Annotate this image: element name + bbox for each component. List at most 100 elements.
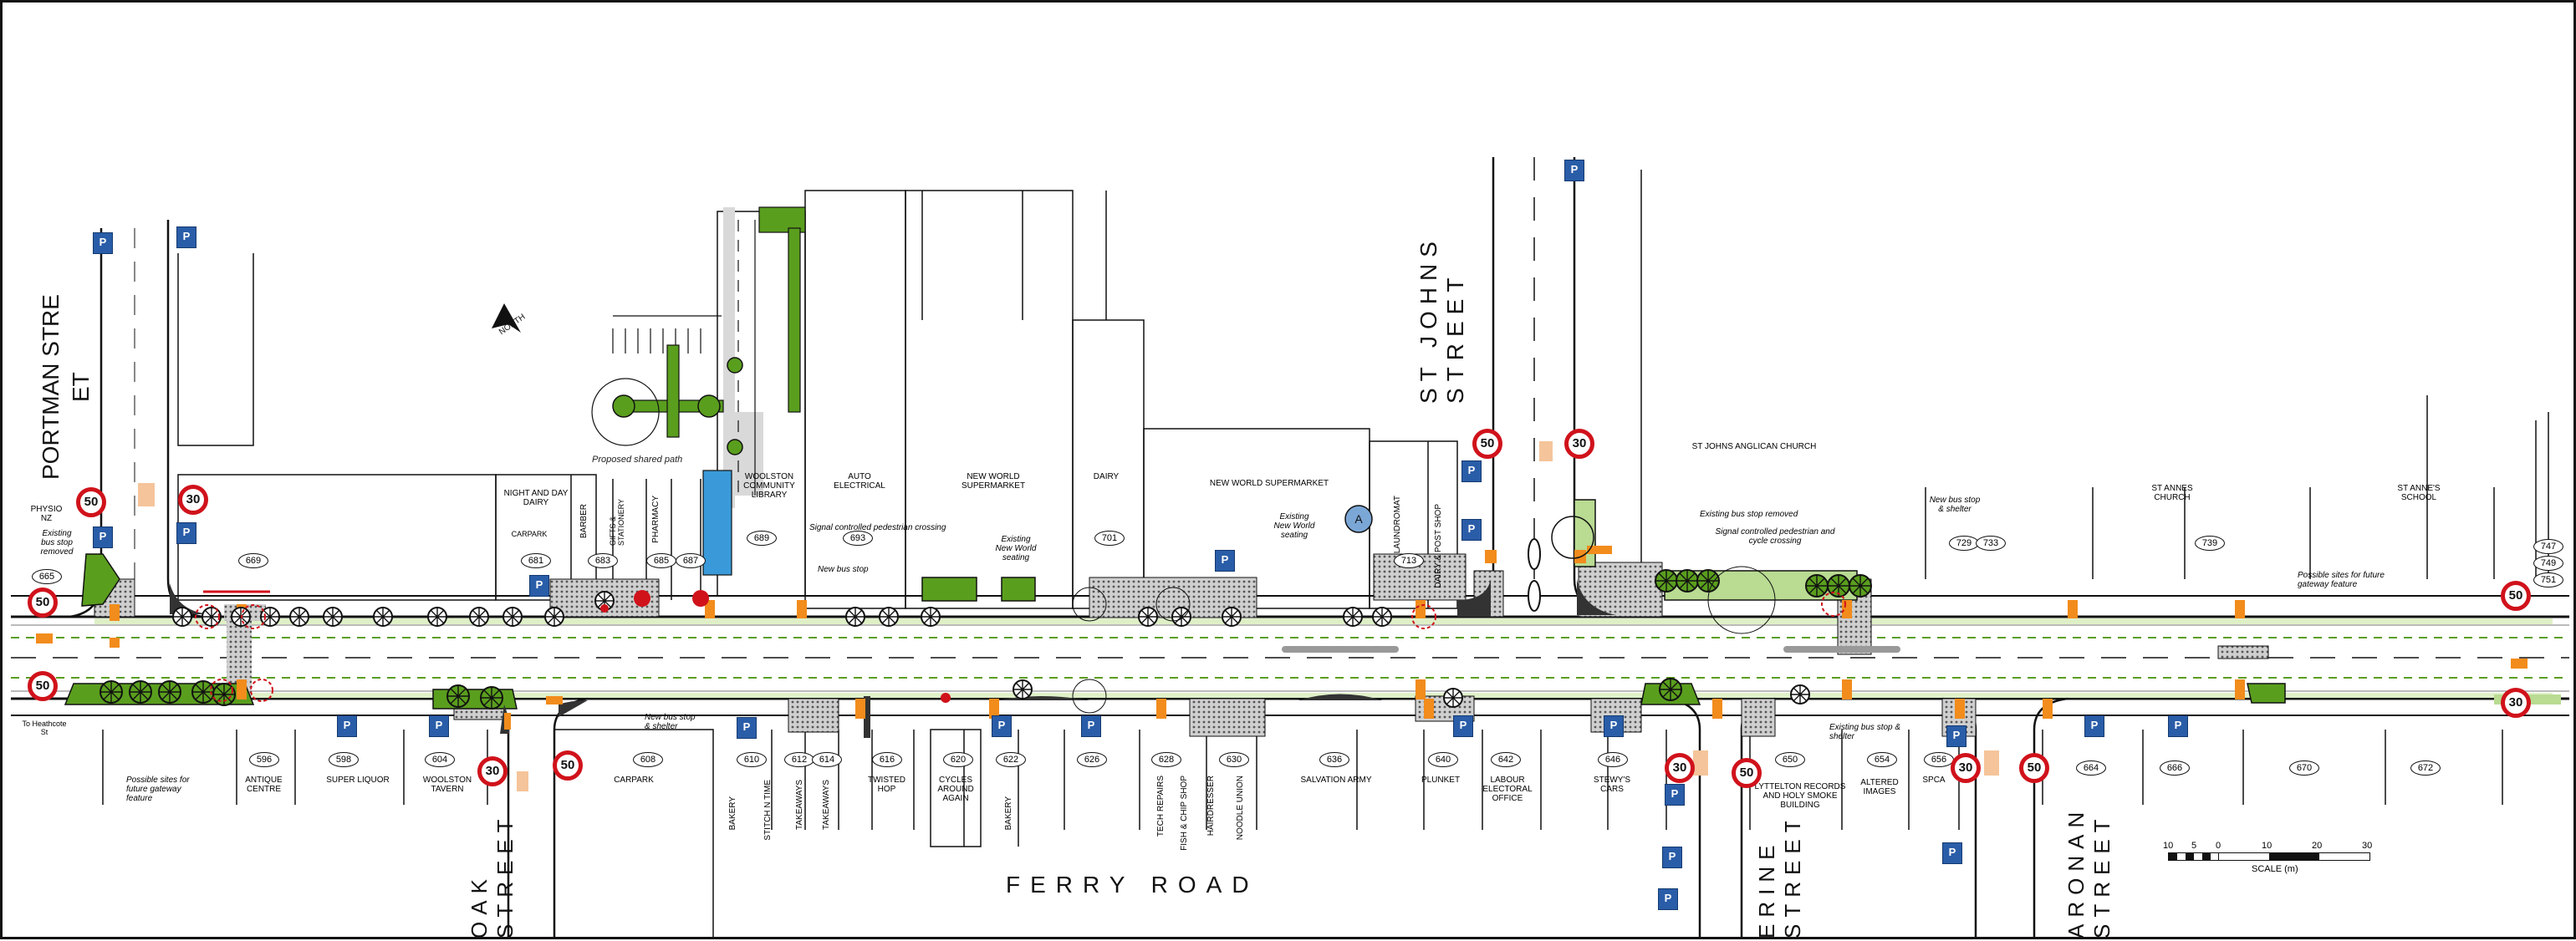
street-number: 654 bbox=[1867, 752, 1897, 767]
building-label-noodle: NOODLE UNION bbox=[1236, 776, 1245, 841]
parking-sign: P bbox=[93, 232, 113, 254]
roundabout-features: A bbox=[1072, 505, 1776, 714]
building-label-plunket: PLUNKET bbox=[1421, 776, 1461, 785]
note-existing-bus-shelter-s: Existing bus stop & shelter bbox=[1829, 723, 1901, 741]
building-label-dairy-post: DAIRY & POST SHOP bbox=[1434, 504, 1443, 588]
parking-sign: P bbox=[1946, 725, 1966, 747]
parking-sign: P bbox=[1453, 715, 1473, 737]
street-number: 751 bbox=[2533, 572, 2563, 587]
speed-limit-sign: 30 bbox=[1665, 753, 1695, 783]
building-label-dairy: DAIRY bbox=[1093, 472, 1120, 481]
ferry-road-carriageway bbox=[11, 595, 2569, 716]
building-label-spca: SPCA bbox=[1922, 776, 1946, 785]
building-label-auto: AUTO ELECTRICAL bbox=[834, 472, 885, 491]
north-arrow bbox=[492, 303, 521, 333]
building-label-lyttelton: LYTTELTON RECORDS AND HOLY SMOKE BUILDIN… bbox=[1754, 782, 1846, 810]
parking-sign: P bbox=[1604, 715, 1624, 737]
building-label-tech: TECH REPAIRS bbox=[1156, 776, 1166, 837]
street-number: 687 bbox=[676, 553, 706, 568]
street-number: 626 bbox=[1077, 752, 1107, 767]
building-label-carpark-s: CARPARK bbox=[614, 776, 654, 785]
building-label-takeaways2: TAKEAWAYS bbox=[822, 780, 831, 831]
street-name-ferry: FERRY ROAD bbox=[1006, 872, 1259, 898]
parking-sign: P bbox=[1665, 784, 1685, 806]
building-label-carpark-n: CARPARK bbox=[511, 530, 548, 538]
parking-sign: P bbox=[176, 522, 196, 544]
building-label-physio: PHYSIO NZ bbox=[30, 505, 63, 523]
scale-tick: 30 bbox=[2362, 841, 2373, 851]
scale-tick: 10 bbox=[2262, 841, 2272, 851]
building-label-nw-super: NEW WORLD SUPERMARKET bbox=[961, 472, 1026, 491]
scale-tick: 0 bbox=[2216, 841, 2221, 851]
street-number: 608 bbox=[633, 752, 663, 767]
building-label-gifts: GIFTS & STATIONERY bbox=[609, 498, 625, 546]
parking-sign: P bbox=[93, 526, 113, 548]
note-signal-ped-cycle: Signal controlled pedestrian and cycle c… bbox=[1715, 527, 1835, 546]
street-number: 640 bbox=[1428, 752, 1458, 767]
street-name-oak: OAK STREET bbox=[467, 812, 518, 938]
parking-sign: P bbox=[1658, 888, 1678, 910]
street-number: 614 bbox=[812, 752, 842, 767]
building-label-labour: LABOUR ELECTORAL OFFICE bbox=[1482, 776, 1533, 803]
speed-limit-sign: 50 bbox=[2501, 581, 2531, 611]
street-number: 610 bbox=[737, 752, 767, 767]
note-nw-seating-2: Existing New World seating bbox=[1273, 512, 1315, 540]
street-number: 596 bbox=[249, 752, 279, 767]
building-label-night-day: NIGHT AND DAY DAIRY bbox=[503, 489, 569, 507]
building-label-barber: BARBER bbox=[579, 504, 589, 539]
parking-sign: P bbox=[1081, 715, 1101, 737]
parking-sign: P bbox=[992, 715, 1012, 737]
street-number: 701 bbox=[1094, 531, 1125, 546]
library-carpark bbox=[591, 206, 806, 576]
note-to-heathcote: To Heathcote St bbox=[22, 720, 67, 736]
speed-limit-sign: 50 bbox=[76, 487, 106, 517]
street-number: 747 bbox=[2533, 539, 2563, 554]
note-new-bus-shelter-ne: New bus stop & shelter bbox=[1929, 496, 1981, 514]
parking-sign: P bbox=[176, 226, 196, 248]
parking-sign: P bbox=[1564, 160, 1584, 181]
street-number: 670 bbox=[2289, 760, 2319, 776]
side-streets bbox=[69, 157, 2068, 937]
speed-limit-sign: 30 bbox=[477, 756, 508, 786]
scale-tick: 10 bbox=[2163, 841, 2174, 851]
street-number: 630 bbox=[1219, 752, 1249, 767]
svg-text:A: A bbox=[1354, 512, 1363, 526]
footpath-treatments bbox=[94, 553, 2269, 737]
scale-tick: 5 bbox=[2191, 841, 2197, 851]
speed-limit-sign: 50 bbox=[1732, 758, 1762, 788]
parking-sign: P bbox=[2084, 715, 2104, 737]
street-number: 685 bbox=[646, 553, 676, 568]
building-label-bakery2: BAKERY bbox=[1004, 796, 1013, 831]
street-number: 622 bbox=[996, 752, 1026, 767]
parking-sign: P bbox=[2168, 715, 2188, 737]
street-number: 689 bbox=[747, 531, 777, 546]
street-number: 665 bbox=[32, 569, 62, 584]
parking-sign: P bbox=[1461, 519, 1482, 541]
street-number: 669 bbox=[238, 553, 268, 568]
street-name-portman: PORTMAN STREET bbox=[38, 294, 94, 480]
building-label-altered: ALTERED IMAGES bbox=[1860, 778, 1899, 796]
note-new-bus-stop: New bus stop bbox=[818, 565, 869, 574]
street-number: 620 bbox=[943, 752, 973, 767]
street-number: 616 bbox=[872, 752, 902, 767]
speed-limit-sign: 30 bbox=[2501, 688, 2531, 718]
street-number: 672 bbox=[2410, 760, 2441, 776]
speed-limit-sign: 50 bbox=[28, 587, 58, 618]
building-label-laundromat: LAUNDROMAT bbox=[1393, 496, 1402, 554]
north-building-outlines bbox=[177, 170, 2549, 609]
parking-sign: P bbox=[1942, 842, 1962, 864]
building-label-antique: ANTIQUE CENTRE bbox=[245, 776, 283, 794]
street-number: 636 bbox=[1319, 752, 1349, 767]
street-number: 739 bbox=[2195, 536, 2225, 551]
parking-sign: P bbox=[337, 715, 357, 737]
scale-label: SCALE (m) bbox=[2252, 864, 2298, 874]
building-label-hairdresser: HAIRDRESSER bbox=[1206, 776, 1216, 837]
plan-drawing: A bbox=[11, 157, 2569, 937]
scale-bar: 10 5 0 10 20 30 SCALE (m) bbox=[2163, 841, 2385, 891]
building-label-liquor: SUPER LIQUOR bbox=[326, 776, 390, 785]
street-number: 681 bbox=[521, 553, 551, 568]
speed-limit-sign: 30 bbox=[1564, 429, 1594, 459]
street-number: 628 bbox=[1151, 752, 1181, 767]
speed-limit-sign: 30 bbox=[178, 485, 208, 515]
